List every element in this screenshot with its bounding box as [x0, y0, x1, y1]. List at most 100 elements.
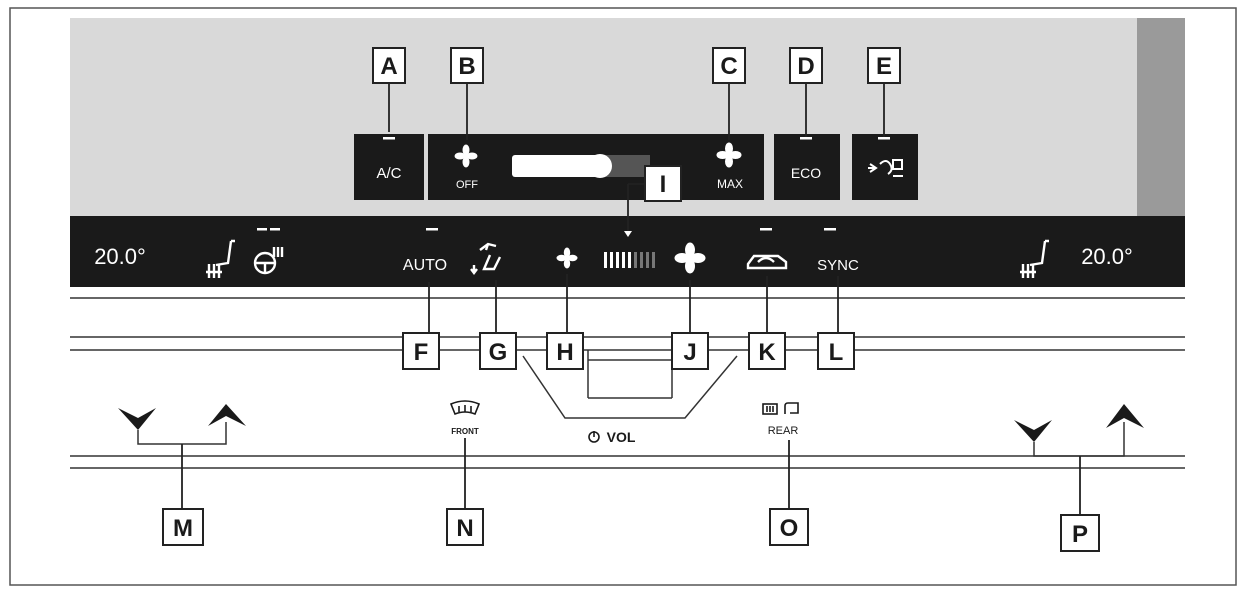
ac-indicator [383, 137, 395, 140]
right-temp-down-icon[interactable] [1014, 420, 1052, 442]
recirculation-icon [746, 254, 788, 270]
svg-text:N: N [456, 515, 473, 542]
fan-large-icon [716, 142, 742, 168]
fan-small-icon [454, 144, 478, 168]
front-label: FRONT [451, 427, 479, 436]
svg-text:L: L [829, 339, 844, 366]
recirculation-button[interactable] [746, 228, 788, 270]
fan-slider-knob[interactable] [588, 154, 612, 178]
callout-f: F [402, 332, 440, 370]
svg-text:P: P [1072, 521, 1088, 548]
front-defrost-icon [449, 400, 481, 416]
eco-indicator [800, 137, 812, 140]
air-indicator [878, 137, 890, 140]
right-temp-bracket [1033, 422, 1125, 457]
right-temp-up-icon[interactable] [1106, 404, 1144, 428]
vol-label: VOL [607, 429, 636, 445]
eco-label: ECO [791, 165, 821, 181]
fan-slider[interactable] [512, 154, 650, 178]
steer-indicator-1 [257, 228, 267, 231]
svg-text:H: H [556, 339, 573, 366]
eco-button[interactable]: ECO [774, 134, 840, 200]
svg-text:I: I [660, 171, 667, 198]
fan-level-bars [604, 231, 655, 268]
callout-p: P [1060, 514, 1100, 552]
rear-defrost-icon [762, 402, 799, 415]
callout-d: D [789, 47, 823, 84]
fan-max-button[interactable]: MAX [716, 142, 744, 192]
svg-text:A: A [380, 53, 397, 80]
fan-up-button[interactable] [674, 242, 706, 274]
fan-off-button[interactable]: OFF [454, 144, 479, 192]
airflow-mode-icon [470, 242, 502, 275]
svg-text:J: J [683, 339, 696, 366]
sync-button[interactable]: SYNC [817, 228, 859, 274]
callout-n: N [446, 508, 484, 546]
svg-text:D: D [797, 53, 814, 80]
callout-a: A [372, 47, 406, 84]
seat-heat-icon [206, 239, 235, 278]
front-defrost-button[interactable]: FRONT [449, 400, 481, 436]
sync-indicator [824, 228, 836, 231]
sync-label: SYNC [817, 257, 859, 274]
fan-down-button[interactable] [556, 247, 578, 269]
callout-h: H [546, 332, 584, 370]
left-temp-up-icon[interactable] [208, 404, 246, 426]
auto-label: AUTO [403, 257, 447, 274]
volume-knob[interactable]: VOL [588, 429, 636, 445]
fan-speed-icon [556, 247, 578, 269]
rear-label: REAR [768, 425, 799, 437]
left-temp-down-icon[interactable] [118, 408, 156, 430]
fan-speed-icon [674, 242, 706, 274]
airflow-mode-button[interactable] [470, 242, 502, 275]
callout-c: C [712, 47, 746, 84]
svg-text:B: B [458, 53, 475, 80]
fan-off-label: OFF [456, 179, 478, 191]
callout-m: M [162, 508, 204, 546]
left-seat-heat-button[interactable] [206, 239, 235, 278]
callout-j: J [671, 332, 709, 370]
auto-indicator [426, 228, 438, 231]
left-temp-bracket [137, 422, 227, 445]
callout-o: O [769, 508, 809, 546]
auto-button[interactable]: AUTO [403, 228, 447, 274]
air-quality-icon [868, 159, 903, 177]
right-seat-heat-button[interactable] [1020, 239, 1049, 278]
recirc-indicator [760, 228, 772, 231]
callout-i: I [644, 165, 682, 202]
air-quality-button[interactable] [852, 134, 918, 200]
screen-edge [1137, 18, 1185, 216]
right-temperature: 20.0° [1081, 244, 1133, 269]
fan-slider-track [602, 155, 650, 177]
left-temperature: 20.0° [94, 244, 146, 269]
svg-text:M: M [173, 515, 193, 542]
callout-l: L [817, 332, 855, 370]
fan-max-label: MAX [717, 177, 743, 191]
outer-frame [9, 7, 1237, 586]
panel-lines [70, 297, 1185, 469]
svg-text:G: G [489, 339, 508, 366]
leader-lines [181, 83, 1081, 515]
rear-defrost-button[interactable]: REAR [762, 402, 799, 437]
fan-slider-fill [512, 155, 602, 177]
ac-label: A/C [376, 165, 401, 182]
svg-text:C: C [720, 53, 737, 80]
callout-g: G [479, 332, 517, 370]
svg-text:F: F [414, 339, 429, 366]
svg-text:E: E [876, 53, 892, 80]
power-icon [588, 431, 600, 443]
steering-heat-button[interactable] [253, 228, 284, 275]
callout-b: B [450, 47, 484, 84]
svg-text:O: O [780, 515, 799, 542]
steer-indicator-2 [270, 228, 280, 231]
svg-text:K: K [758, 339, 776, 366]
seat-heat-icon [1020, 239, 1049, 278]
fan-level-pointer [624, 231, 632, 237]
ac-button[interactable]: A/C [354, 134, 424, 200]
steering-wheel-heat-icon [253, 247, 284, 275]
callout-e: E [867, 47, 901, 84]
callout-k: K [748, 332, 786, 370]
fan-speed-bar[interactable]: OFF MAX [428, 134, 764, 200]
